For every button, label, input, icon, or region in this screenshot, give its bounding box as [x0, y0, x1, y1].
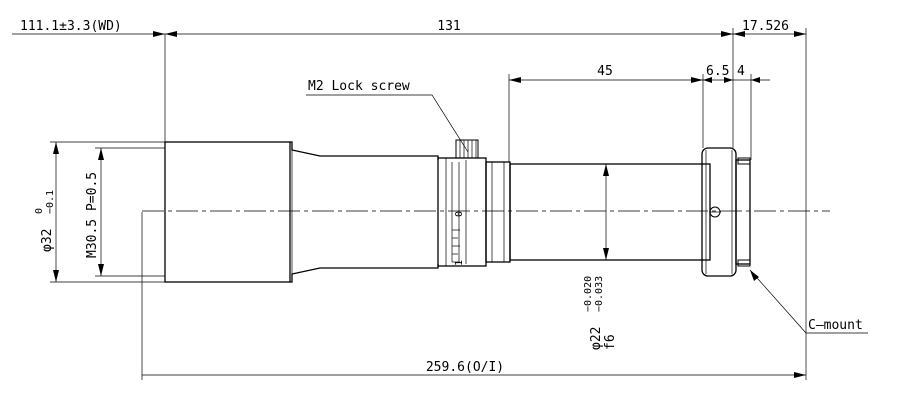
lock-screw [455, 139, 479, 159]
thread-label: M30.5 P=0.5 [85, 172, 100, 258]
rear-barrel [509, 163, 711, 261]
wd-label: 111.1±3.3(WD) [20, 19, 122, 34]
taper-top [290, 141, 439, 160]
lock-screw-leader [306, 94, 469, 153]
lens-body: 0 1 [164, 139, 751, 283]
dim-4-label: 4 [737, 64, 745, 79]
phi32-label: φ32 [40, 229, 55, 252]
phi22-label: φ22 [589, 327, 604, 350]
phi22-fit: f6 [603, 334, 618, 350]
scale-one: 1 [454, 260, 465, 266]
phi32-tol-lower: −0.1 [45, 190, 56, 214]
phi22-tol-upper: −0.020 [583, 276, 594, 312]
taper-bottom [290, 264, 439, 283]
phi22-tol-lower: −0.033 [594, 276, 605, 312]
dim-6-5-label: 6.5 [706, 64, 729, 79]
front-barrel [164, 141, 291, 283]
c-mount-leader [749, 269, 868, 334]
dim-131-label: 131 [437, 19, 460, 34]
overall-length-label: 259.6(O/I) [426, 360, 504, 375]
mount-thread [735, 159, 751, 265]
dim-flange-label: 17.526 [742, 19, 789, 34]
phi32-tol-upper: 0 [34, 208, 45, 214]
knurled-collar [485, 161, 511, 263]
dim-45-label: 45 [597, 64, 613, 79]
scale-zero: 0 [454, 211, 465, 217]
c-mount-label: C–mount [808, 318, 863, 333]
lock-screw-label: M2 Lock screw [308, 79, 410, 94]
